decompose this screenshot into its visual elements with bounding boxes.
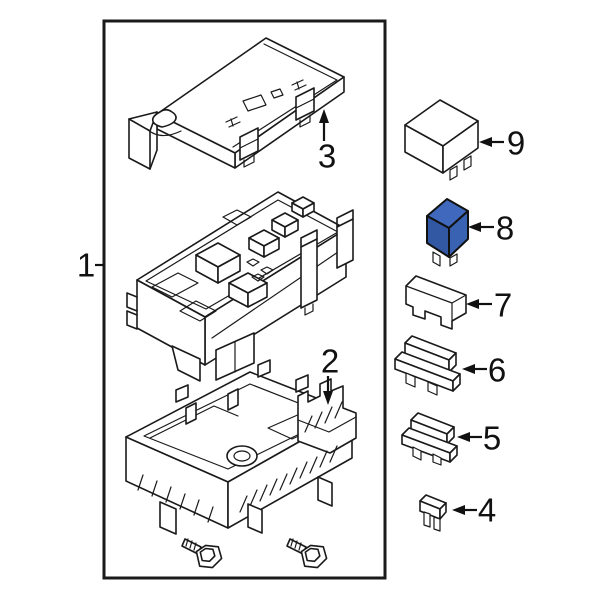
tray-legs (159, 476, 333, 535)
mounting-rail (336, 209, 354, 269)
callout-7-label[interactable]: 7 (494, 287, 512, 324)
callout-3-label[interactable]: 3 (318, 138, 336, 175)
bolt[interactable] (286, 538, 328, 569)
lower-tray-part[interactable] (125, 359, 357, 535)
callout-1-label[interactable]: 1 (77, 247, 95, 284)
cover-latch (128, 108, 182, 170)
callout-4-label[interactable]: 4 (478, 492, 496, 529)
cover-surface-details (225, 79, 307, 128)
callout-1[interactable]: 1 (77, 247, 104, 284)
callout-2-arrowhead (323, 391, 333, 405)
callout-9-label[interactable]: 9 (507, 125, 525, 162)
fuse-6-part[interactable] (394, 335, 461, 396)
fuse-box-part[interactable] (126, 191, 354, 382)
callout-4[interactable]: 4 (452, 492, 496, 529)
fuse-5-part[interactable] (401, 412, 458, 466)
callout-4-arrowhead (452, 505, 465, 515)
callout-5-arrowhead (457, 432, 470, 442)
callout-6-arrowhead (462, 364, 475, 374)
relay-9-part[interactable] (404, 99, 479, 181)
relay-8-right-face (448, 210, 469, 258)
side-fin (126, 292, 138, 330)
connector-block (171, 345, 201, 382)
callout-7[interactable]: 7 (466, 287, 512, 324)
cover-part[interactable] (128, 37, 345, 170)
callout-5[interactable]: 5 (457, 420, 501, 457)
rim-tabs (175, 359, 309, 403)
tray-hatching (137, 445, 338, 523)
callout-2[interactable]: 2 (321, 343, 339, 406)
tray-interior (149, 388, 343, 467)
callout-3-arrowhead (319, 109, 329, 123)
callout-6[interactable]: 6 (462, 352, 506, 389)
cover-tab (239, 127, 259, 168)
relay-7-part[interactable] (405, 275, 467, 330)
callout-9[interactable]: 9 (479, 125, 525, 162)
relay-8-part-selected[interactable] (426, 198, 469, 267)
callout-8[interactable]: 8 (468, 210, 514, 247)
callout-3[interactable]: 3 (318, 109, 336, 175)
callout-8-arrowhead (468, 222, 481, 232)
relay-blocks-on-top (151, 196, 315, 322)
callout-5-label[interactable]: 5 (483, 420, 501, 457)
callout-7-arrowhead (466, 299, 479, 309)
mounting-rail (300, 229, 318, 316)
bolt[interactable] (181, 538, 223, 569)
callout-6-label[interactable]: 6 (488, 352, 506, 389)
callout-2-label[interactable]: 2 (321, 343, 339, 380)
fuse-4-part[interactable] (419, 494, 447, 532)
callout-8-label[interactable]: 8 (496, 210, 514, 247)
cover-tab (295, 87, 315, 128)
callout-9-arrowhead (479, 137, 492, 147)
